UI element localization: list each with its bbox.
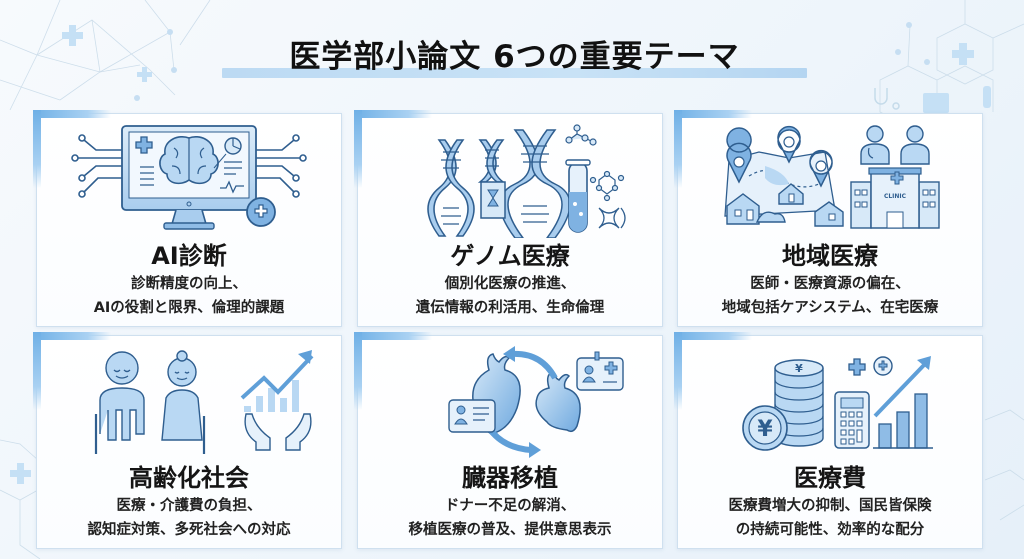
dna-test-tube-icon [427,124,626,238]
theme-desc-line-1: 診断精度の向上、 [131,276,247,292]
theme-description: 医療・介護費の負担、 認知症対策、多死社会への対応 [37,494,341,542]
theme-desc-line-2: AIの役割と限界、倫理的課題 [93,300,285,316]
theme-title: 臓器移植 [462,464,558,492]
theme-title: 医療費 [794,464,866,492]
theme-title: 地域医療 [782,242,878,270]
theme-desc-line-1: 医療・介護費の負担、 [116,498,262,514]
yen-coins-calculator-icon: ¥ ¥ [742,356,933,451]
theme-card-aging-society: 高齢化社会 医療・介護費の負担、 認知症対策、多死社会への対応 [33,332,342,549]
theme-desc-line-1: ドナー不足の解消、 [444,498,576,514]
theme-title: 高齢化社会 [129,464,249,492]
svg-text:¥: ¥ [795,362,803,375]
theme-description: 医療費増大の抑制、国民皆保険 の持続可能性、効率的な配分 [678,494,982,542]
ai-monitor-brain-icon [71,125,307,230]
page-title-container: 医学部小論文 6つの重要テーマ [222,28,807,78]
theme-desc-line-2: 遺伝情報の利活用、生命倫理 [415,300,605,316]
theme-desc-line-1: 医師・医療資源の偏在、 [750,276,910,292]
theme-desc-line-1: 医療費増大の抑制、国民皆保険 [728,498,932,514]
theme-desc-line-2: の持続可能性、効率的な配分 [735,522,925,538]
theme-card-organ-transplant: 臓器移植 ドナー不足の解消、 移植医療の普及、提供意思表示 [354,332,663,549]
svg-text:¥: ¥ [757,417,773,442]
theme-desc-line-2: 移植医療の普及、提供意思表示 [408,522,612,538]
theme-description: 診断精度の向上、 AIの役割と限界、倫理的課題 [37,272,341,320]
theme-description: 個別化医療の推進、 遺伝情報の利活用、生命倫理 [358,272,662,320]
heart-transplant-icon [448,346,624,458]
theme-desc-line-1: 個別化医療の推進、 [444,276,576,292]
svg-text:CLINIC: CLINIC [884,193,907,200]
theme-desc-line-2: 認知症対策、多死社会への対応 [87,522,291,538]
theme-description: ドナー不足の解消、 移植医療の普及、提供意思表示 [358,494,662,542]
theme-card-regional-medicine: CLINIC 地域医療 医師・医療資源の偏在、 地域包括ケアシステム、在宅医療 [674,110,983,327]
theme-title: ゲノム医療 [450,242,570,270]
theme-description: 医師・医療資源の偏在、 地域包括ケアシステム、在宅医療 [678,272,982,320]
map-clinic-doctors-icon: CLINIC [724,125,940,229]
theme-title: AI診断 [151,242,227,270]
theme-card-medical-costs: ¥ ¥ 医療費 医療費増大の抑制、国民皆保険 の持続可能性、 [674,332,983,549]
theme-desc-line-2: 地域包括ケアシステム、在宅医療 [721,300,939,316]
page-title: 医学部小論文 6つの重要テーマ [289,38,740,75]
title-highlight-bar [222,68,807,78]
theme-card-genome-medicine: ゲノム医療 個別化医療の推進、 遺伝情報の利活用、生命倫理 [354,110,663,327]
elderly-couple-chart-icon [94,350,314,454]
theme-card-ai-diagnosis: AI診断 診断精度の向上、 AIの役割と限界、倫理的課題 [33,110,342,327]
